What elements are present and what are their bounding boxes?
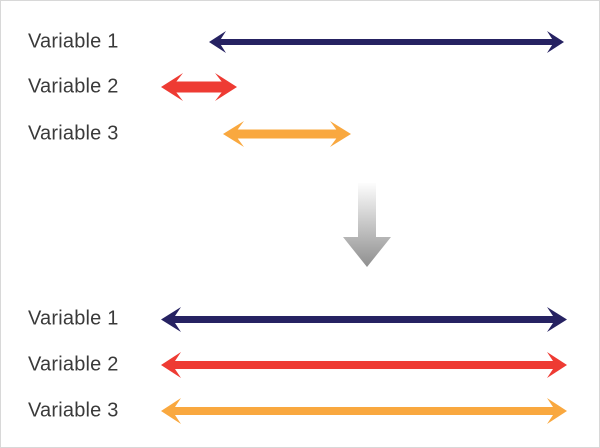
variable-2-scaled-arrow-shape: [161, 352, 567, 378]
variable-3-range-arrow-shape: [223, 121, 351, 147]
variable-1-scaled-arrow-shape: [161, 306, 567, 332]
variable-3-label-bottom: Variable 3: [28, 399, 119, 422]
transform-down-arrow-shape: [343, 183, 391, 267]
variable-2-label-top: Variable 2: [28, 75, 119, 98]
variable-1-range-arrow-shape: [209, 31, 564, 53]
variable-3-scaled-arrow-shape: [161, 398, 567, 424]
variable-2-label-bottom: Variable 2: [28, 353, 119, 376]
variable-3-label-top: Variable 3: [28, 122, 119, 145]
variable-1-label-bottom: Variable 1: [28, 307, 119, 330]
variable-2-range-arrow-shape: [161, 73, 237, 101]
variable-1-label-top: Variable 1: [28, 30, 119, 53]
